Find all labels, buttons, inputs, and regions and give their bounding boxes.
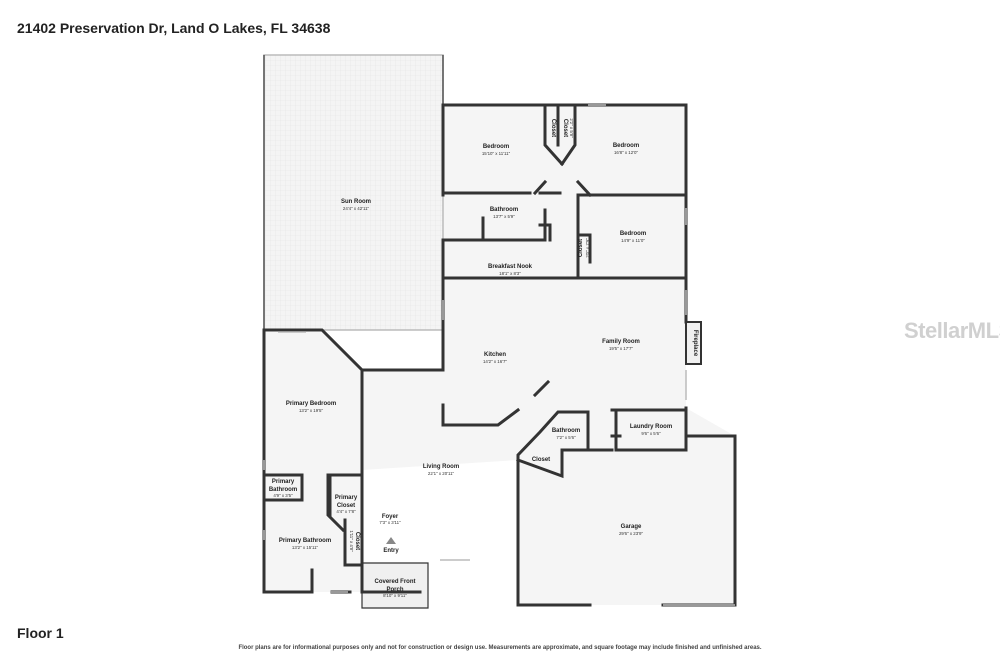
breakfast-nook-dim: 18'1" x 8'3" [499, 271, 521, 276]
sun-room-name: Sun Room [341, 199, 371, 205]
sun-room-edge [263, 55, 444, 330]
bedroom-1-name: Bedroom [483, 144, 509, 150]
property-address: 21402 Preservation Dr, Land O Lakes, FL … [17, 20, 331, 36]
closet-5-name: Closet [354, 532, 360, 550]
porch-floor [362, 563, 428, 608]
porch-outline [361, 562, 429, 609]
bedroom-3-name: Bedroom [620, 231, 646, 237]
closet-3-dim: 2'0" x 7'9" [585, 238, 590, 258]
primary-closet-dim: 4'4" x 7'8" [336, 509, 356, 514]
garage-name: Garage [621, 524, 642, 530]
bathroom-1-name: Bathroom [490, 207, 518, 213]
kitchen-name: Kitchen [484, 352, 506, 358]
windows [263, 104, 735, 606]
floor-label: Floor 1 [17, 625, 64, 641]
bedroom-1-dim: 15'10" x 11'11" [482, 151, 511, 156]
bedroom-2-name: Bedroom [613, 143, 639, 149]
family-room-name: Family Room [602, 339, 640, 345]
laundry-name: Laundry Room [630, 424, 672, 430]
bathroom-2-dim: 7'2" x 5'6" [556, 435, 576, 440]
bedroom-2-dim: 16'8" x 12'0" [614, 150, 639, 155]
room-labels: Sun Room 24'4" x 42'11" Bedroom 15'10" x… [269, 118, 698, 598]
foyer-dim: 7'3" x 3'11" [379, 520, 401, 525]
living-room-dim: 22'1" x 20'11" [428, 471, 455, 476]
laundry-dim: 9'6" x 5'6" [641, 431, 661, 436]
stellarmls-watermark: StellarMLS [904, 318, 1000, 343]
porch-name-2: Porch [386, 587, 403, 593]
closet-2-dim: 2'2" x 5'8" [569, 118, 574, 138]
bathroom-1-dim: 13'7" x 5'9" [493, 214, 515, 219]
bedroom-3-dim: 14'9" x 11'0" [621, 238, 645, 243]
foyer-name: Foyer [382, 514, 399, 520]
fireplace-box [685, 321, 702, 365]
closet-2-name: Closet [562, 119, 568, 137]
family-room-dim: 19'5" x 17'7" [609, 346, 634, 351]
disclaimer: Floor plans are for informational purpos… [238, 645, 762, 651]
porch-name-1: Covered Front [374, 579, 415, 585]
primary-bathroom-small-name-2: Bathroom [269, 487, 297, 493]
primary-bathroom-small-dim: 4'9" x 3'5" [273, 493, 293, 498]
kitchen-dim: 14'2" x 16'7" [483, 359, 508, 364]
house-floor [264, 105, 735, 605]
closet-4-name: Closet [532, 457, 550, 463]
primary-closet-name-2: Closet [337, 503, 355, 509]
closet-5-dim: 1'11" x 4'8" [349, 530, 354, 552]
entry-arrow-icon [386, 537, 396, 544]
bathroom-2-name: Bathroom [552, 428, 580, 434]
primary-bathroom-dim: 13'2" x 15'11" [292, 545, 319, 550]
breakfast-nook-name: Breakfast Nook [488, 264, 533, 270]
closet-1-name: Closet [550, 119, 556, 137]
entry-name: Entry [383, 548, 399, 554]
upper-interior-walls [441, 106, 594, 242]
sun-room-floor [264, 55, 443, 330]
closet-3-name: Closet [578, 239, 584, 257]
living-room-name: Living Room [423, 464, 459, 470]
primary-bathroom-small-name-1: Primary [272, 479, 295, 485]
kitchen-walls [441, 276, 688, 479]
sun-room-dim: 24'4" x 42'11" [343, 206, 370, 211]
garage-dim: 29'6" x 23'9" [619, 531, 644, 536]
primary-bedroom-dim: 13'2" x 19'5" [299, 408, 324, 413]
closet-3-walls [576, 233, 592, 264]
porch-dim: 8'10" x 9'11" [383, 593, 407, 598]
primary-suite-walls [262, 473, 364, 594]
primary-closet-name-1: Primary [335, 495, 358, 501]
fireplace-name: Fireplace [692, 330, 698, 357]
primary-bedroom-name: Primary Bedroom [286, 401, 336, 407]
primary-bathroom-name: Primary Bathroom [279, 538, 331, 544]
